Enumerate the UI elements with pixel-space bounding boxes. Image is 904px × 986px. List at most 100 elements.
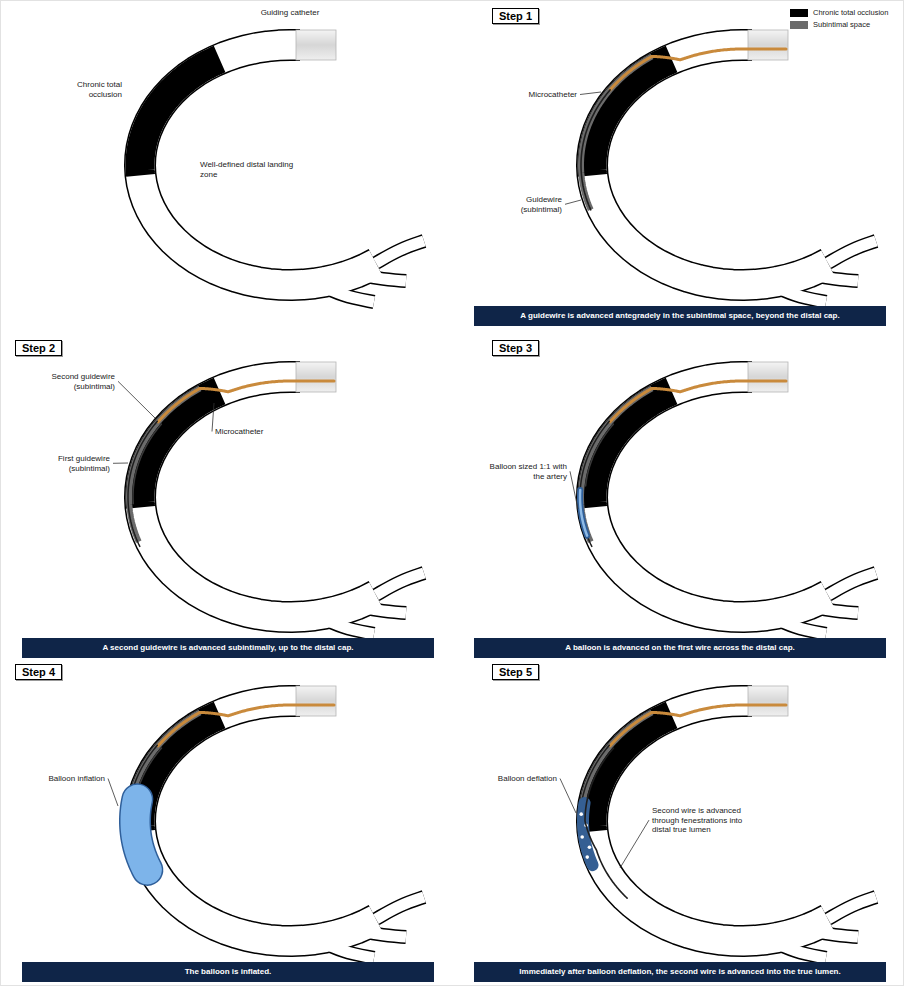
caption-band: Immediately after balloon deflation, the… [474, 962, 886, 982]
second-guidewire [133, 424, 161, 503]
step-number: Step 3 [499, 342, 532, 354]
artery-wall [140, 701, 376, 941]
panel-illustration [579, 686, 876, 958]
part-label: Balloon deflation [482, 774, 557, 784]
subintimal-space [581, 712, 652, 865]
side-branch-lumen [376, 241, 424, 263]
leader-lines [108, 92, 649, 868]
guiding-catheter [296, 30, 336, 60]
part-label: Second guidewire (subintimal) [30, 372, 115, 391]
caption-text: Immediately after balloon deflation, the… [480, 967, 880, 977]
subintimal-space [581, 388, 652, 541]
side-branch-lumen [802, 604, 858, 613]
subintimal-space [581, 56, 652, 209]
artery-lumen [592, 701, 828, 941]
side-branch-lumen [376, 573, 424, 595]
microcatheter [610, 381, 786, 422]
leader-line [620, 820, 649, 868]
step-number: Step 2 [22, 342, 55, 354]
side-branch-lumen [768, 615, 826, 634]
guiding-catheter [748, 362, 788, 392]
side-branch-wall [350, 928, 406, 937]
artery-wall [592, 377, 828, 617]
step-box: Step 1 [492, 8, 539, 24]
leader-line [212, 403, 214, 432]
side-branch-lumen [828, 897, 876, 919]
balloon [580, 490, 587, 536]
legend-swatch [790, 9, 808, 17]
part-label: Microcatheter [502, 90, 577, 100]
panel-illustration [128, 362, 424, 634]
chronic-total-occlusion [592, 59, 672, 175]
panel-illustration [140, 30, 424, 302]
part-label: First guidewire (subintimal) [25, 454, 110, 473]
panel-illustration [581, 30, 876, 302]
part-label: Guidewire (subintimal) [487, 195, 562, 214]
caption-text: A second guidewire is advanced subintima… [28, 643, 428, 653]
leader-line [560, 779, 576, 814]
part-label: Second wire is advanced through fenestra… [652, 806, 762, 835]
step-box: Step 5 [492, 664, 539, 680]
chronic-total-occlusion [140, 391, 220, 507]
second-guidewire [586, 424, 614, 486]
side-branch-wall [350, 272, 406, 281]
artery-lumen [140, 377, 376, 617]
legend-swatch [790, 21, 808, 29]
fenestration [585, 855, 589, 859]
legend-text: Subintimal space [813, 20, 870, 29]
panel-illustration [128, 686, 424, 958]
part-label: Chronic total occlusion [60, 80, 122, 99]
guiding-catheter [748, 686, 788, 716]
side-branch-lumen [802, 272, 858, 281]
side-branch-lumen [768, 283, 826, 302]
legend-text: Chronic total occlusion [813, 8, 888, 17]
microcatheter [610, 705, 786, 746]
subintimal-space [129, 388, 200, 541]
side-branch-wall [802, 272, 858, 281]
side-branch-lumen [376, 897, 424, 919]
side-branch-lumen [350, 272, 406, 281]
guiding-catheter [748, 30, 788, 60]
part-label: Microcatheter [215, 427, 285, 437]
side-branch-lumen [350, 604, 406, 613]
side-branch-wall [828, 897, 876, 919]
artery-wall [140, 377, 376, 617]
caption-band: A guidewire is advanced antegradely in t… [474, 306, 886, 326]
caption-text: The balloon is inflated. [28, 967, 428, 977]
caption-band: A second guidewire is advanced subintima… [22, 638, 434, 658]
step-number: Step 1 [499, 10, 532, 22]
fenestration [588, 845, 592, 849]
side-branch-lumen [350, 928, 406, 937]
chronic-total-occlusion [140, 715, 220, 831]
leader-line [565, 200, 581, 204]
artery-lumen [592, 45, 828, 285]
side-branch-wall [802, 604, 858, 613]
caption-text: A balloon is advanced on the first wire … [480, 643, 880, 653]
microcatheter [610, 49, 786, 90]
leader-line [570, 471, 578, 509]
step-box: Step 4 [15, 664, 62, 680]
chronic-total-occlusion [140, 59, 220, 175]
fenestration [580, 835, 584, 839]
fenestration [579, 812, 583, 816]
side-branch-wall [828, 241, 876, 263]
leader-line [580, 92, 601, 95]
first-guidewire [580, 421, 609, 546]
guiding-catheter [296, 362, 336, 392]
part-label: Balloon sized 1:1 with the artery [482, 462, 567, 481]
guidewire [581, 90, 610, 210]
artery-wall [140, 45, 376, 285]
side-branch-lumen [316, 283, 374, 302]
first-guidewire [128, 745, 157, 870]
legend-row: Chronic total occlusion [790, 8, 888, 17]
legend: Chronic total occlusionSubintimal space [790, 8, 888, 32]
step-box: Step 3 [492, 340, 539, 356]
step-number: Step 4 [22, 666, 55, 678]
side-branch-wall [376, 241, 424, 263]
side-branch-lumen [802, 928, 858, 937]
balloon-inflated [135, 799, 147, 870]
caption-text: A guidewire is advanced antegradely in t… [480, 311, 880, 321]
side-branch-lumen [316, 615, 374, 634]
